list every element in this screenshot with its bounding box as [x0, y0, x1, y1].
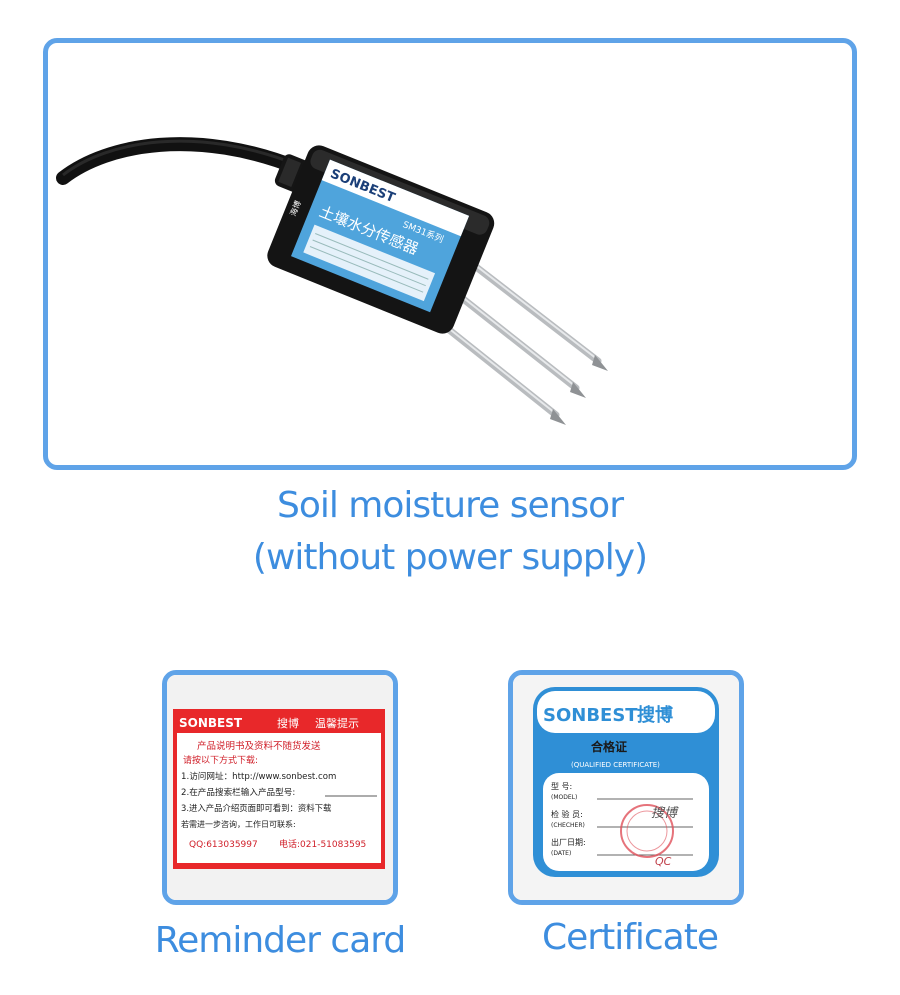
card-item-2: 2.在产品搜索栏输入产品型号:: [181, 786, 295, 798]
card-contact-note: 若需进一步咨询，工作日可联系:: [181, 819, 296, 829]
card-brand-cn: 搜博: [277, 716, 299, 730]
cert-checker-label-en: (CHECHER): [551, 822, 585, 829]
cert-signature: 搜博: [651, 806, 679, 821]
cert-model-label-en: (MODEL): [551, 794, 577, 801]
reminder-card-caption: Reminder card: [154, 920, 407, 961]
card-line-2: 请按以下方式下载:: [183, 754, 258, 766]
card-qq: QQ:613035997: [189, 840, 258, 850]
card-line-1: 产品说明书及资料不随货发送: [197, 740, 321, 752]
cert-title-en: (QUALIFIED CERTIFICATE): [571, 761, 660, 769]
cert-brand-cn: 搜博: [637, 704, 673, 726]
cert-brand: SONBEST: [543, 705, 638, 726]
card-header-title: 温馨提示: [315, 716, 359, 730]
certificate-caption: Certificate: [542, 917, 719, 958]
card-phone: 电话:021-51083595: [279, 838, 366, 850]
cert-stamp-text: QC: [655, 855, 672, 868]
caption-line-1: Soil moisture sensor: [276, 485, 624, 526]
cert-title-cn: 合格证: [591, 739, 627, 754]
caption-line-2: (without power supply): [252, 537, 648, 578]
cert-date-label-en: (DATE): [551, 850, 571, 857]
cert-stamp: [620, 804, 674, 858]
cert-date-label: 出厂日期:: [551, 837, 586, 847]
card-item-3: 3.进入产品介绍页面即可看到：资料下载: [181, 803, 332, 813]
certificate-image: SONBEST 搜博 合格证 (QUALIFIED CERTIFICATE) 型…: [513, 675, 739, 900]
certificate-frame: SONBEST 搜博 合格证 (QUALIFIED CERTIFICATE) 型…: [508, 670, 744, 905]
card-brand: SONBEST: [179, 716, 243, 730]
main-product-frame: SONBEST SM31系列 土壤水分传感器 海博: [43, 38, 857, 470]
main-product-caption: Soil moisture sensor (without power supp…: [150, 480, 750, 584]
reminder-card-frame: SONBEST 搜博 温馨提示 产品说明书及资料不随货发送 请按以下方式下载: …: [162, 670, 398, 905]
cert-model-label: 型 号:: [551, 782, 572, 791]
cert-checker-label: 检 验 员:: [551, 809, 583, 819]
soil-moisture-sensor-image: SONBEST SM31系列 土壤水分传感器 海博: [56, 137, 608, 425]
card-item-1: 1.访问网址：http://www.sonbest.com: [181, 770, 336, 782]
reminder-card-image: SONBEST 搜博 温馨提示 产品说明书及资料不随货发送 请按以下方式下载: …: [167, 675, 393, 900]
